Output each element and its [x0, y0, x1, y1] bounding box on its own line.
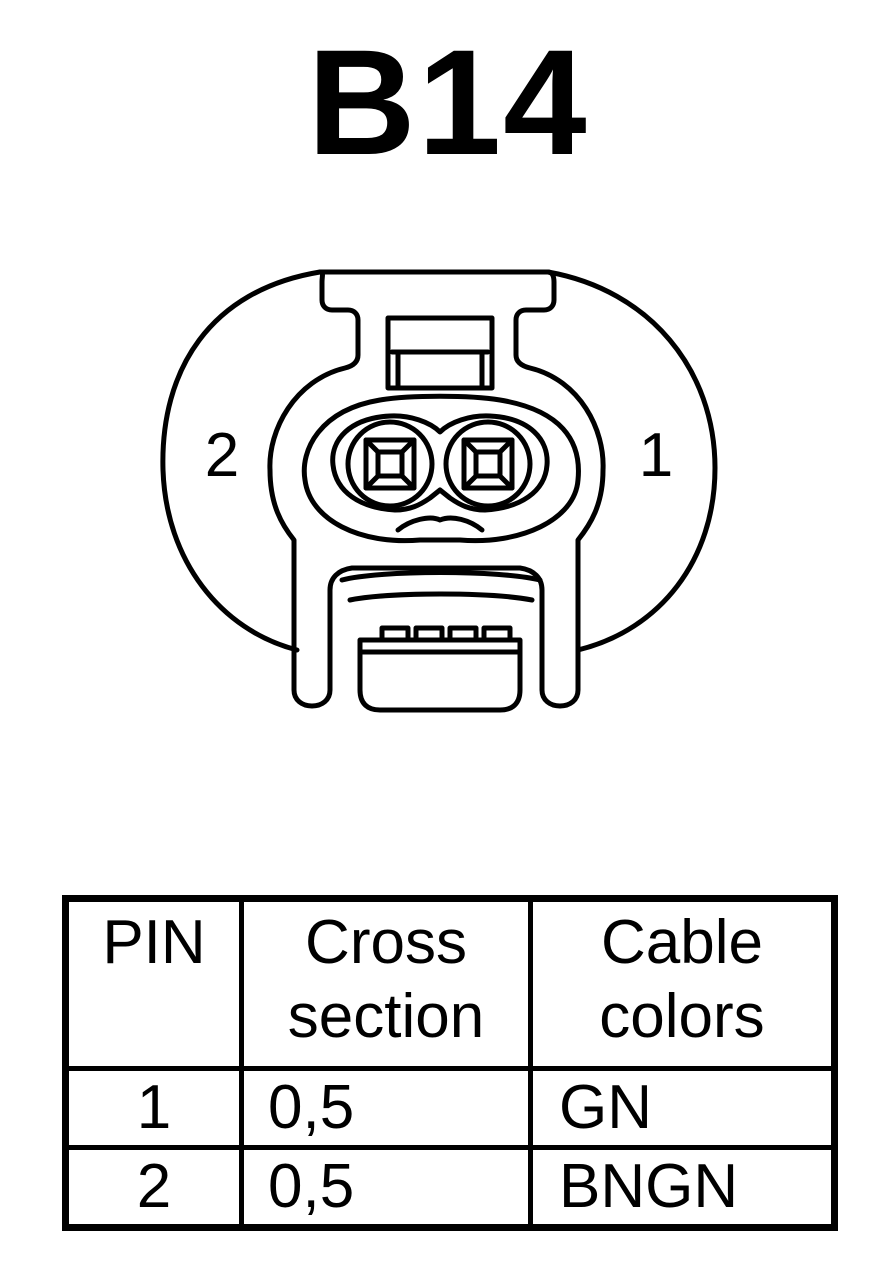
header-pin-text: PIN [102, 908, 206, 977]
inner-rim [301, 393, 581, 544]
cell-cable-color: GN [528, 1066, 837, 1150]
pin-1-ring [443, 419, 533, 509]
cell-cross-section: 0,5 [239, 1145, 533, 1230]
header-cable-colors-line-1: Cable [601, 908, 763, 977]
table-row: 2 0,5 BNGN [63, 1145, 837, 1230]
lower-key [357, 637, 523, 713]
cell-cable-color: BNGN [528, 1145, 837, 1230]
header-pin: PIN [63, 896, 244, 1071]
cell-pin: 2 [63, 1145, 244, 1230]
latch-tab [267, 269, 606, 709]
table-row: 1 0,5 GN [63, 1066, 837, 1150]
pin-assignment-table: PIN Cross section Cable colors 1 0,5 GN … [62, 895, 838, 1231]
table-header-row: PIN Cross section Cable colors [63, 896, 837, 1071]
header-cross-section: Cross section [239, 896, 533, 1071]
header-cable-colors-line-2: colors [599, 982, 765, 1051]
pin-2-contact [363, 437, 417, 491]
header-cross-section-line-2: section [287, 982, 485, 1051]
cell-cross-section: 0,5 [239, 1066, 533, 1150]
pin-2-ring [345, 419, 435, 509]
locking-bar [339, 570, 543, 583]
pin-2-label: 2 [205, 421, 239, 490]
header-cable-colors: Cable colors [528, 896, 837, 1071]
contact-cavity [330, 413, 550, 513]
pin-1-label: 1 [639, 421, 673, 490]
pin-1-contact [461, 437, 515, 491]
cell-pin: 1 [63, 1066, 244, 1150]
latch-slot [385, 315, 495, 391]
header-cross-section-line-1: Cross [305, 908, 467, 977]
diagram-title: B14 [307, 18, 589, 186]
housing-outline-right [545, 269, 718, 653]
housing-outline [160, 269, 323, 653]
connector-drawing: 2 1 [160, 269, 718, 713]
